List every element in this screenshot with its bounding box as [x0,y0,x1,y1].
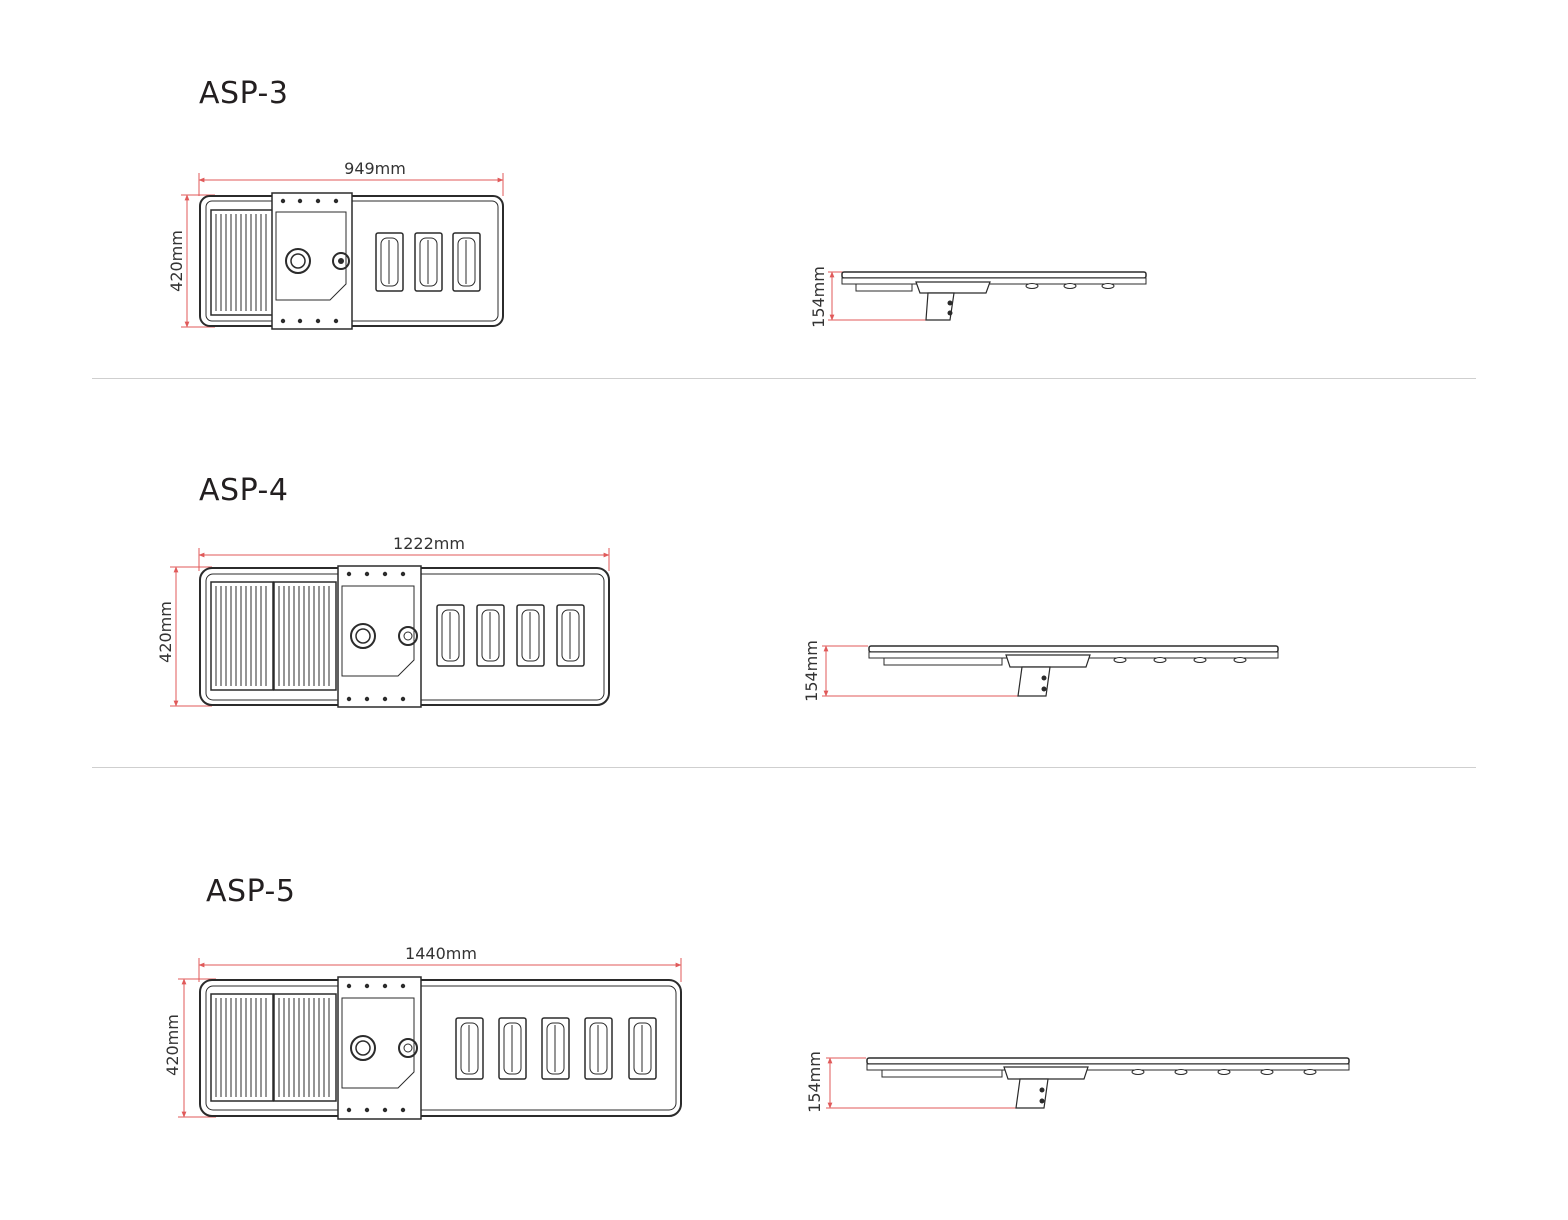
section-divider-2 [92,767,1476,768]
asp3-height-label: 154mm [809,266,828,328]
asp5-side-view: 154mm [805,1051,1350,1113]
model-title-asp5: ASP-5 [206,874,296,909]
asp3-length-label: 949mm [344,159,406,178]
asp4-top-view: 1222mm 420mm [156,534,610,708]
asp5-length-label: 1440mm [405,944,477,963]
asp3-side-view: 154mm [809,266,1147,328]
asp3-top-view: 949mm 420mm [167,159,504,330]
model-title-asp4: ASP-4 [199,473,289,508]
asp4-width-label: 420mm [156,601,175,663]
asp4-length-label: 1222mm [393,534,465,553]
asp4-height-label: 154mm [802,640,821,702]
asp4-side-view: 154mm [802,640,1279,702]
asp5-width-label: 420mm [163,1014,182,1076]
asp3-width-label: 420mm [167,230,186,292]
asp5-top-view: 1440mm 420mm [163,944,682,1120]
asp5-height-label: 154mm [805,1051,824,1113]
model-title-asp3: ASP-3 [199,76,289,111]
section-divider-1 [92,378,1476,379]
